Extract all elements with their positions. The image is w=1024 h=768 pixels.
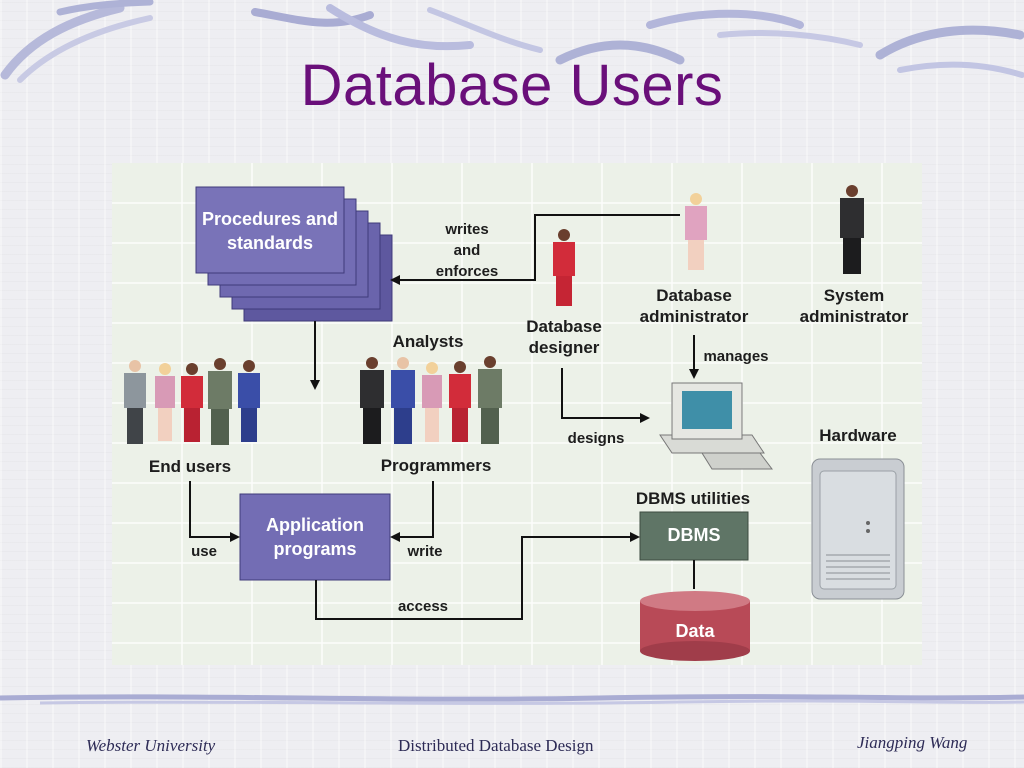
database-designer-figure — [553, 229, 575, 306]
write-label: write — [407, 543, 443, 560]
procedures-box-label: Procedures and standards — [201, 209, 339, 253]
data-cylinder-icon — [640, 591, 750, 661]
footer-right: Jiangping Wang — [857, 733, 968, 752]
slide-title: Database Users — [300, 53, 724, 118]
programmers-label: Programmers — [380, 456, 492, 475]
dbms-label: DBMS — [667, 525, 721, 545]
procedures-stack-icon — [195, 186, 393, 322]
end-users-figures — [124, 358, 260, 445]
system-administrator-label: System administrator — [799, 286, 909, 326]
end-users-label: End users — [148, 457, 232, 476]
analysts-programmers-figures — [360, 356, 502, 444]
footer-center: Distributed Database Design — [398, 736, 594, 755]
manages-label: manages — [703, 348, 769, 365]
computer-icon — [659, 382, 773, 470]
database-administrator-figure — [685, 193, 707, 270]
footer-left: Webster University — [86, 736, 216, 755]
access-label: access — [397, 598, 449, 615]
writes-enforces-label: writes and enforces — [435, 221, 499, 280]
hardware-label: Hardware — [819, 426, 897, 445]
system-administrator-figure — [840, 185, 864, 274]
decorative-swash-top — [0, 0, 1024, 83]
diagram-graphics — [112, 163, 922, 665]
database-administrator-label: Database administrator — [639, 286, 749, 326]
analysts-label: Analysts — [392, 332, 464, 351]
footer-divider — [0, 694, 1024, 705]
database-designer-label: Database designer — [526, 317, 602, 357]
application-programs-label: Application programs — [266, 515, 364, 559]
dbms-utilities-label: DBMS utilities — [635, 489, 751, 508]
database-users-diagram: Procedures and standards writes and enfo… — [112, 163, 922, 665]
application-programs-box — [239, 493, 391, 581]
use-label: use — [191, 543, 217, 560]
data-label: Data — [675, 621, 715, 641]
server-tower-icon — [811, 458, 905, 600]
designs-label: designs — [567, 430, 625, 447]
